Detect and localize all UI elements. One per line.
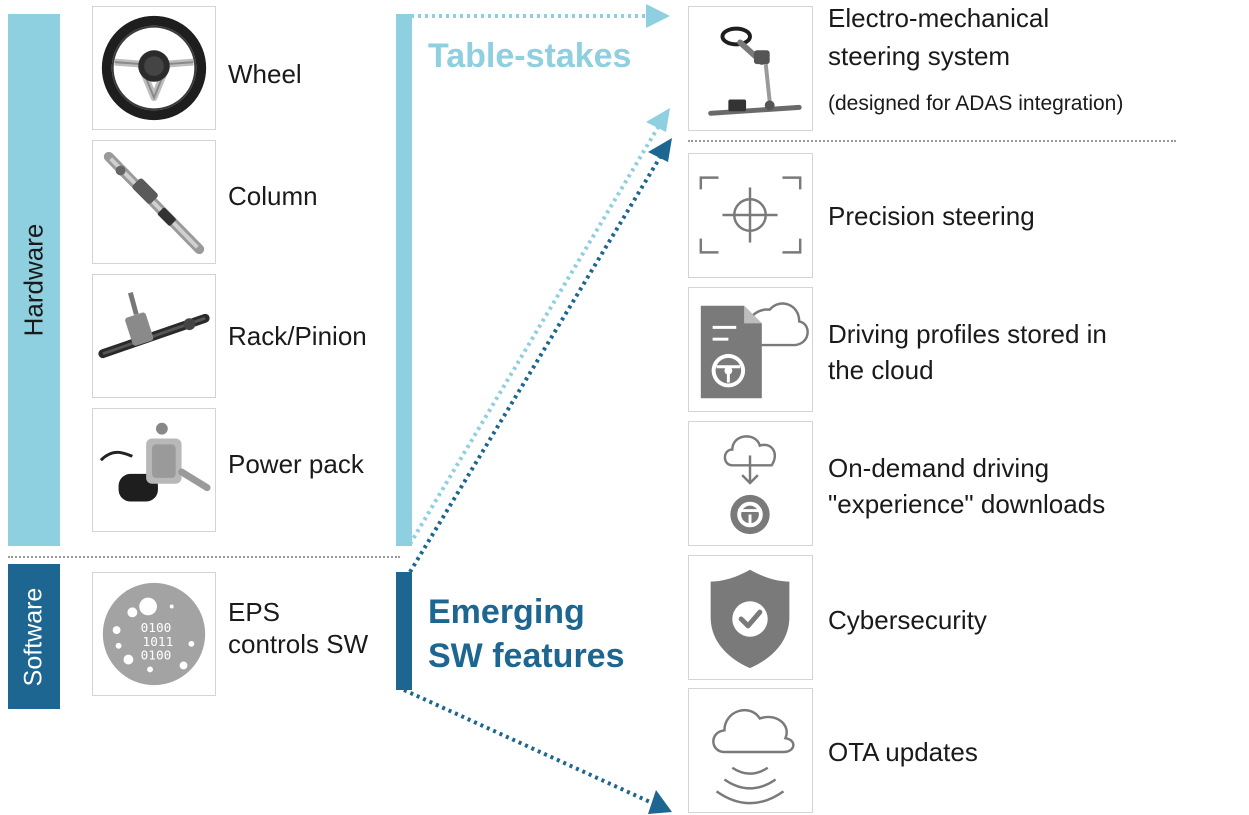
- experience-downloads-line1: On-demand driving: [828, 453, 1050, 483]
- cloud-wireless-icon: [712, 708, 795, 805]
- binary-code-icon: 0100 1011 0100: [102, 582, 206, 686]
- steering-system-icon: [708, 26, 802, 116]
- table-stakes-bar: [396, 14, 412, 546]
- precision-steering-tile: [688, 153, 813, 278]
- steering-system-line2: steering system: [828, 41, 1011, 71]
- driving-profiles-tile: [688, 287, 813, 412]
- table-stakes-diagonal-arrowhead: [646, 108, 670, 132]
- emerging-heading-line2: SW features: [428, 637, 625, 675]
- eps-label-line1: EPS: [228, 597, 281, 627]
- driving-profiles-line2: the cloud: [828, 355, 934, 385]
- column-label: Column: [228, 181, 318, 211]
- rack-pinion-label: Rack/Pinion: [228, 321, 367, 351]
- table-stakes-heading: Table-stakes: [428, 37, 632, 75]
- table-stakes-top-arrowhead: [646, 4, 670, 28]
- steering-system-line1: Electro-mechanical: [828, 3, 1050, 33]
- wheel-label: Wheel: [228, 59, 302, 89]
- emerging-down-arrowhead: [648, 790, 672, 814]
- shield-check-icon: [710, 569, 790, 669]
- crosshair-icon: [699, 176, 802, 254]
- experience-downloads-tile: [688, 421, 813, 546]
- power-pack-label: Power pack: [228, 449, 364, 479]
- experience-downloads-line2: "experience" downloads: [828, 489, 1106, 519]
- steering-wheel-icon: [101, 15, 207, 121]
- ota-updates-label: OTA updates: [828, 737, 978, 767]
- column-image-tile: [92, 140, 216, 264]
- cloud-download-icon: [723, 435, 777, 535]
- eps-label-line2: controls SW: [228, 629, 369, 659]
- software-category-band: Software: [8, 564, 60, 709]
- emerging-features-bar: [396, 572, 412, 690]
- cybersecurity-tile: [688, 555, 813, 680]
- svg-text:0100: 0100: [141, 649, 172, 664]
- cybersecurity-label: Cybersecurity: [828, 605, 987, 635]
- rack-pinion-icon: [98, 292, 210, 359]
- software-category-label: Software: [19, 587, 48, 686]
- emerging-down-arrow: [403, 688, 651, 804]
- ota-updates-tile: [688, 688, 813, 813]
- wheel-image-tile: [92, 6, 216, 130]
- svg-text:0100: 0100: [141, 621, 172, 636]
- emerging-heading-line1: Emerging: [428, 593, 585, 631]
- hardware-category-band: Hardware: [8, 14, 60, 546]
- table-stakes-separator: [688, 140, 1176, 142]
- eps-controls-image-tile: 0100 1011 0100: [92, 572, 216, 696]
- emerging-up-arrowhead: [648, 138, 672, 162]
- steering-column-icon: [103, 151, 205, 255]
- steering-system-image-tile: [688, 6, 813, 131]
- hardware-software-separator: [8, 556, 400, 558]
- svg-text:1011: 1011: [143, 635, 174, 650]
- power-pack-icon: [99, 422, 211, 502]
- driving-profiles-line1: Driving profiles stored in: [828, 319, 1107, 349]
- power-pack-image-tile: [92, 408, 216, 532]
- emerging-up-arrow: [408, 152, 664, 574]
- cloud-document-icon: [700, 302, 809, 399]
- precision-steering-label: Precision steering: [828, 201, 1035, 231]
- table-stakes-diagonal-arrow: [408, 122, 662, 546]
- rack-pinion-image-tile: [92, 274, 216, 398]
- steering-system-note: (designed for ADAS integration): [828, 92, 1124, 115]
- hardware-category-label: Hardware: [18, 223, 49, 337]
